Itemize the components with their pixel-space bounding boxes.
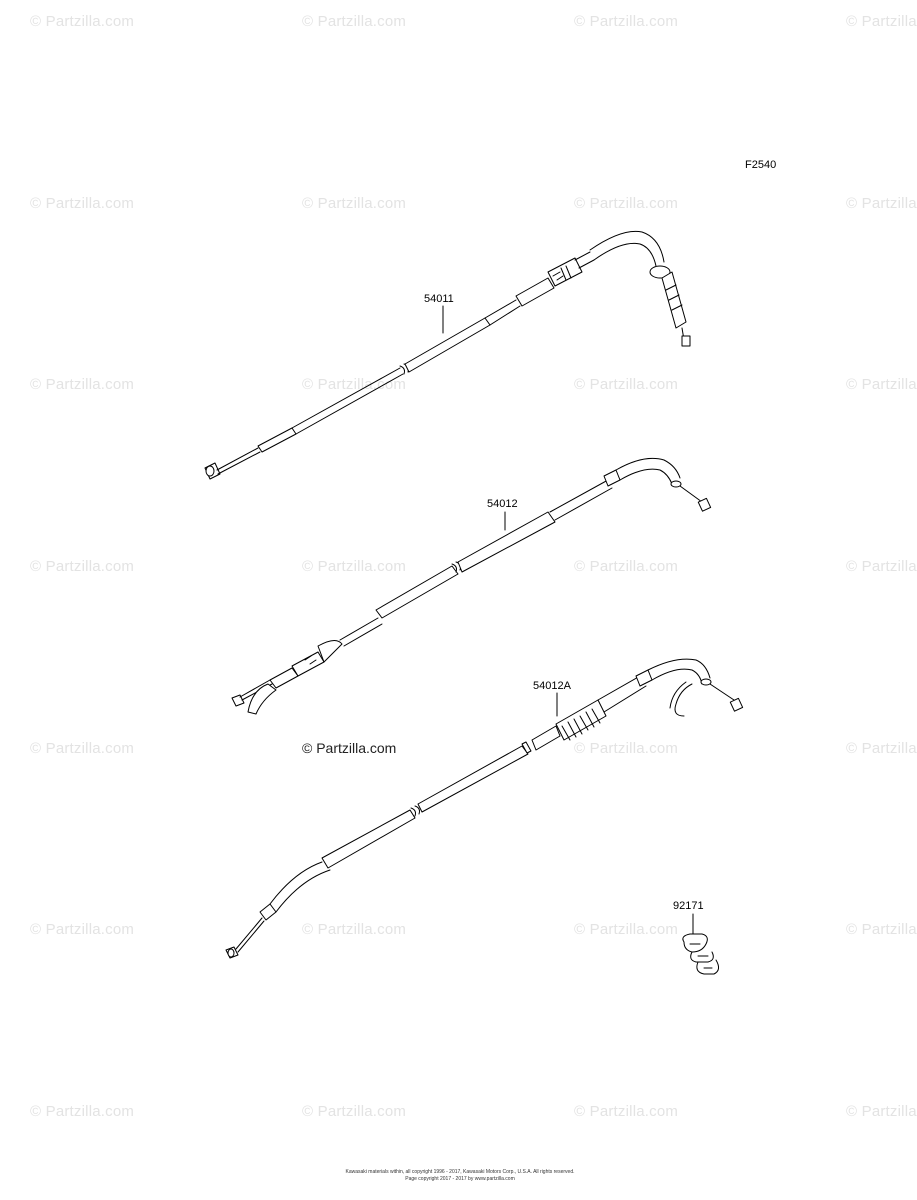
cable-54011 [204,230,691,480]
part-label-54012a: 54012A [533,680,571,692]
watermark: © Partzilla.com [846,921,917,938]
watermark: © Partzilla.com [30,195,135,212]
watermark: © Partzilla.com [574,13,679,30]
watermark: © Partzilla.com [846,740,917,757]
watermark: © Partzilla.com [574,740,679,757]
watermark: © Partzilla.com [302,376,407,393]
watermark: © Partzilla.com [302,558,407,575]
watermark: © Partzilla.com [846,1103,917,1120]
watermark: © Partzilla.com [574,1103,679,1120]
watermark: © Partzilla.com [30,1103,135,1120]
part-label-54011: 54011 [424,293,454,305]
cable-end-fitting [204,447,261,480]
watermark: © Partzilla.com [846,558,917,575]
footer-copyright: Kawasaki materials within, all copyright… [345,1169,575,1175]
watermark: © Partzilla.com [574,195,679,212]
watermark: © Partzilla.com [846,13,917,30]
watermark: © Partzilla.com [574,921,679,938]
center-watermark: © Partzilla.com [302,740,397,756]
part-label-54012: 54012 [487,498,518,510]
watermark: © Partzilla.com [574,376,679,393]
cable-54012a [225,658,744,959]
watermark: © Partzilla.com [30,558,135,575]
footer-page-copyright: Page copyright 2017 - 2017 by www.partzi… [405,1176,515,1182]
watermark: © Partzilla.com [302,13,407,30]
watermark: © Partzilla.com [846,195,917,212]
watermark: © Partzilla.com [574,558,679,575]
watermark: © Partzilla.com [302,1103,407,1120]
clamp-92171 [682,933,720,975]
cable-end-fitting [225,917,265,959]
watermark: © Partzilla.com [302,195,407,212]
cable-end-fitting [231,679,277,715]
watermark: © Partzilla.com [302,921,407,938]
watermark: © Partzilla.com [30,921,135,938]
cable-54012 [231,457,712,715]
watermark: © Partzilla.com [30,13,135,30]
part-label-92171: 92171 [673,900,704,912]
watermark: © Partzilla.com [30,376,135,393]
watermark: © Partzilla.com [30,740,135,757]
watermark: © Partzilla.com [846,376,917,393]
figure-code: F2540 [745,159,777,171]
